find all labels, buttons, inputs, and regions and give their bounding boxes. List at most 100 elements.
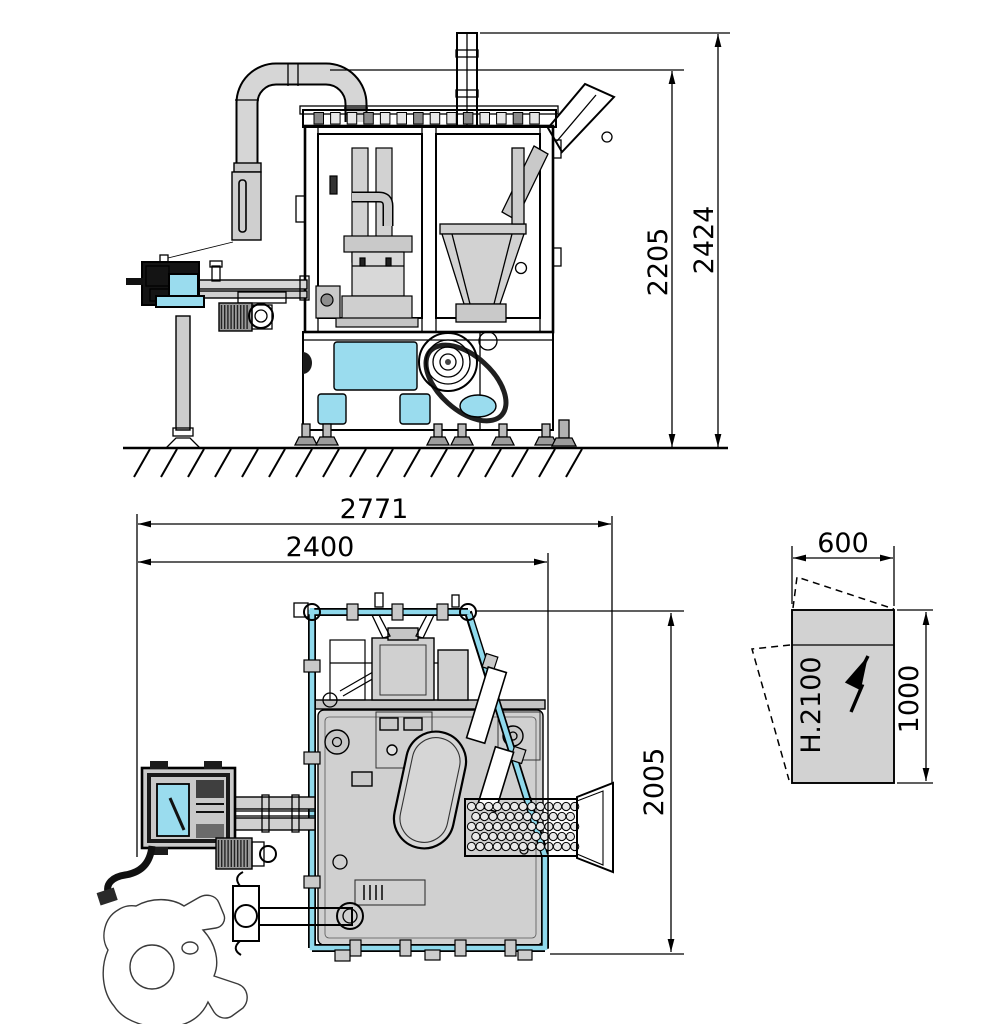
hatch-tick [376,448,394,478]
hatch-tick [349,448,367,478]
ground-hatching [133,448,583,478]
hatch-tick [457,448,475,478]
conveyor-roller [535,821,545,832]
operator-outline [102,894,248,1024]
conveyor-roller [535,801,545,812]
conveyor-roller [518,801,528,812]
base-hatch-right [399,393,431,425]
conveyor-roller [514,811,524,822]
conveyor-roller [527,821,537,832]
conveyor-roller [505,831,515,842]
conveyor-roller [497,811,507,822]
hatch-tick [484,448,502,478]
rail-slot [512,112,524,125]
door-swing-arcs [751,576,895,781]
conveyor-roller [488,831,498,842]
conveyor-roller [527,841,537,852]
conveyor-roller [522,831,533,842]
rail-slot [496,112,507,125]
hatch-tick [133,448,151,478]
conveyor-roller [501,841,511,852]
conveyor-roller [518,821,528,832]
rotary-track [392,730,468,850]
plan-arm-assembly [96,761,364,956]
exhaust-duct [231,62,368,241]
dim-text-2771: 2771 [340,494,409,525]
conveyor-roller [561,801,571,812]
hatch-tick [295,448,313,478]
conveyor-roller [505,811,515,822]
outfeed-conveyor [464,781,614,874]
conveyor-roller [544,801,554,812]
press-unit [315,147,419,328]
base-cabinet [302,331,554,431]
dim-text-2005: 2005 [639,748,670,817]
rail-slot [313,112,324,125]
chute-roller [601,131,613,143]
rail-slot [330,112,341,125]
conveyor-roller [492,841,502,852]
dim-overall-depth: 2005 [476,610,684,955]
dim-text-600: 600 [817,528,869,559]
hopper-unit [439,145,549,323]
rail-slot [462,112,474,125]
gearmotor-front [218,291,287,332]
conveyor-roller [527,801,537,812]
hook-bottom [234,940,242,956]
rail-slot [529,112,540,125]
conveyor-roller [466,801,477,812]
center-mullion [421,125,437,333]
conveyor-roller [522,811,533,822]
conveyor-roller [544,821,554,832]
dim-text-2400: 2400 [286,532,355,563]
rail-slot [363,112,374,125]
pedestal-foot [164,437,202,449]
conveyor-roller [509,821,520,832]
rail-slot [396,112,407,125]
conveyor-roller [552,821,563,832]
conveyor-roller [492,821,502,832]
conveyor-roller [471,811,481,822]
head-unit-plan [140,761,237,855]
hatch-tick [160,448,178,478]
hatch-tick [322,448,340,478]
rail-slot [346,112,358,125]
head-window [168,273,199,297]
fence-door-panels [465,665,515,813]
base-hatch-left [317,393,347,425]
conveyor-roller [509,841,520,852]
hatch-tick [241,448,259,478]
hatch-tick [538,448,556,478]
conveyor-roller [548,831,558,842]
conveyor-roller [561,841,571,852]
rail-slot [413,112,424,125]
base-panel-cyan [333,341,418,391]
conveyor-roller [501,801,511,812]
conveyor-roller [501,821,511,832]
hatch-tick [565,448,583,478]
dim-guard-height: 2205 [330,69,684,447]
hatch-tick [511,448,529,478]
rail-corner-ball [459,603,477,621]
enclosure-top-cap [299,105,559,115]
conveyor-roller [475,841,485,852]
conveyor-roller [544,841,554,852]
electrical-cabinet-plan: H.2100 600 1000 [751,528,933,784]
door-handle [295,195,306,223]
conveyor-roller [552,801,563,812]
hatch-tick [268,448,286,478]
conveyor-roller [497,831,507,842]
conveyor-roller [557,831,567,842]
dim-cabinet-width: 600 [791,528,895,606]
cabinet-height-label: H.2100 [796,656,827,753]
conveyor-roller [561,821,571,832]
pedestal-column [175,315,191,431]
conveyor-roller [484,841,494,852]
conveyor-roller [552,841,563,852]
conveyor-roller [548,811,558,822]
conveyor-roller [475,821,485,832]
belt-window-cyan [459,394,497,418]
operator-body [102,894,248,1024]
